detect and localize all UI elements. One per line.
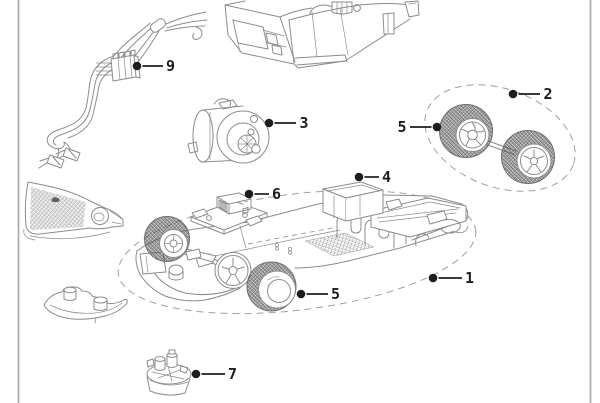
motor-drawing [187, 98, 270, 164]
callout-number: 9 [166, 57, 175, 75]
guide-assembly-drawing [146, 349, 192, 396]
front-wheel [144, 216, 190, 262]
callout-number: 5 [397, 118, 406, 136]
callout-number: 3 [300, 114, 309, 132]
callout-5-front: 5 [296, 285, 340, 303]
chassis-group-outline [117, 189, 477, 315]
motor-mount-grid [304, 232, 375, 257]
rear-wheel-right [501, 130, 555, 184]
chassis-assembly-drawing [117, 189, 477, 315]
rear-wheel-left [439, 104, 493, 158]
callout-number: 5 [331, 285, 340, 303]
callout-dot [508, 89, 518, 99]
chip-plate-drawing [190, 192, 268, 235]
shell-mount-tab [382, 12, 395, 35]
callout-dot [244, 189, 254, 199]
callout-dot [264, 118, 274, 128]
interior-box-drawing [322, 181, 384, 222]
callout-3: 3 [264, 114, 309, 132]
cowl-piece-drawing [43, 286, 128, 324]
rear-tray [370, 197, 469, 238]
front-grille-drawing [23, 181, 124, 241]
axle-group-outline [424, 84, 576, 192]
callout-dot [432, 122, 442, 132]
wire-terminal [62, 147, 81, 162]
callout-number: 1 [465, 269, 474, 287]
callout-7: 7 [191, 365, 237, 383]
wire-sleeve [149, 18, 167, 33]
callout-9: 9 [132, 57, 175, 75]
callout-number: 2 [544, 85, 553, 103]
grille-mesh [30, 187, 86, 230]
wiring-harness-drawing [38, 11, 208, 169]
callout-number: 7 [228, 365, 237, 383]
callout-dot [191, 369, 201, 379]
callout-dot [354, 172, 364, 182]
body-shell-drawing [224, 0, 420, 69]
spare-tire [246, 261, 297, 312]
wheel-hub [214, 252, 252, 289]
callout-6: 6 [244, 185, 281, 203]
cowl-posts [63, 286, 108, 311]
callout-1: 1 [428, 269, 474, 287]
callout-number: 6 [272, 185, 281, 203]
rear-axle-assembly-drawing [424, 84, 576, 192]
callout-dot [428, 273, 438, 283]
chassis-screws [275, 243, 292, 255]
callout-4: 4 [354, 168, 391, 186]
guide-posts [146, 349, 189, 374]
pony-emblem [51, 197, 60, 202]
callout-dot [296, 289, 306, 299]
callout-2: 2 [508, 85, 553, 103]
callout-dot [132, 61, 142, 71]
harness-connector [95, 49, 141, 82]
callout-5-axle: 5 [397, 118, 442, 136]
callout-number: 4 [382, 168, 391, 186]
